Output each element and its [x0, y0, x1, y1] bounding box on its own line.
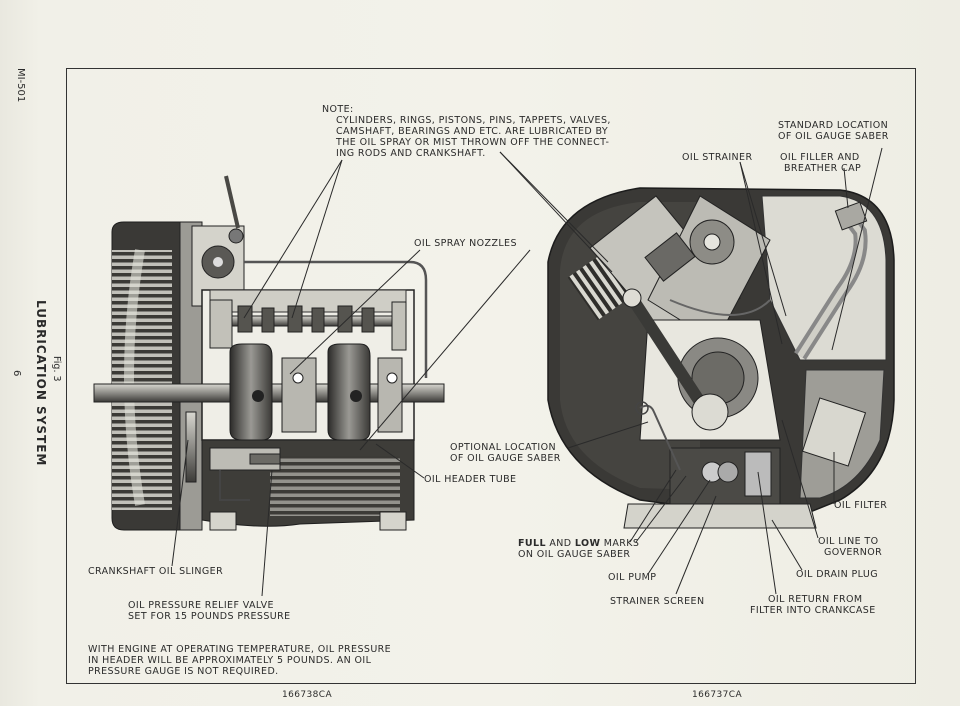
leader-lines [171, 147, 883, 597]
note-line: CYLINDERS, RINGS, PISTONS, PINS, TAPPETS… [336, 115, 611, 126]
label-oil-line-governor: GOVERNOR [824, 547, 883, 558]
label-oil-spray-nozzles: OIL SPRAY NOZZLES [414, 238, 517, 249]
label-oil-filler: BREATHER CAP [784, 163, 862, 174]
label-oil-filter: OIL FILTER [834, 500, 888, 511]
label-relief-valve: OIL PRESSURE RELIEF VALVE [128, 600, 274, 611]
note-line: THE OIL SPRAY OR MIST THROWN OFF THE CON… [336, 137, 610, 148]
label-relief-valve: SET FOR 15 POUNDS PRESSURE [128, 611, 291, 622]
figure-code-right: 166737CA [692, 690, 742, 700]
label-oil-filler: OIL FILLER AND [780, 152, 860, 163]
left-engine-section [93, 175, 445, 531]
label-oil-header-tube: OIL HEADER TUBE [424, 474, 517, 485]
and-word: AND [545, 538, 575, 549]
label-strainer-screen: STRAINER SCREEN [610, 596, 705, 607]
label-oil-return: FILTER INTO CRANKCASE [750, 605, 876, 616]
label-oil-drain-plug: OIL DRAIN PLUG [796, 569, 879, 580]
note-line: CAMSHAFT, BEARINGS AND ETC. ARE LUBRICAT… [336, 126, 609, 137]
note-heading: NOTE: [322, 104, 354, 115]
footnote-line: PRESSURE GAUGE IS NOT REQUIRED. [88, 666, 279, 677]
footnote-line: IN HEADER WILL BE APPROXIMATELY 5 POUNDS… [88, 655, 372, 666]
label-standard-location: STANDARD LOCATION [778, 120, 889, 131]
label-crankshaft-oil-slinger: CRANKSHAFT OIL SLINGER [88, 566, 224, 577]
note-line: ING RODS AND CRANKSHAFT. [336, 148, 486, 159]
low-mark: LOW [574, 538, 601, 549]
marks-word: MARKS [600, 538, 640, 549]
full-mark: FULL [518, 538, 546, 549]
label-optional-location: OPTIONAL LOCATION [450, 442, 557, 453]
right-engine-section [547, 187, 895, 529]
footnote-line: WITH ENGINE AT OPERATING TEMPERATURE, OI… [88, 644, 392, 655]
figure-frame [66, 68, 916, 684]
label-full-low-marks: FULL AND LOW MARKS [518, 538, 639, 549]
label-oil-line-governor: OIL LINE TO [818, 536, 879, 547]
figure-code-left: 166738CA [282, 690, 332, 700]
label-oil-return: OIL RETURN FROM [768, 594, 863, 605]
label-full-low-marks: ON OIL GAUGE SABER [518, 549, 631, 560]
label-optional-location: OF OIL GAUGE SABER [450, 453, 561, 464]
label-oil-strainer: OIL STRAINER [682, 152, 753, 163]
label-oil-pump: OIL PUMP [608, 572, 657, 583]
label-standard-location: OF OIL GAUGE SABER [778, 131, 889, 142]
